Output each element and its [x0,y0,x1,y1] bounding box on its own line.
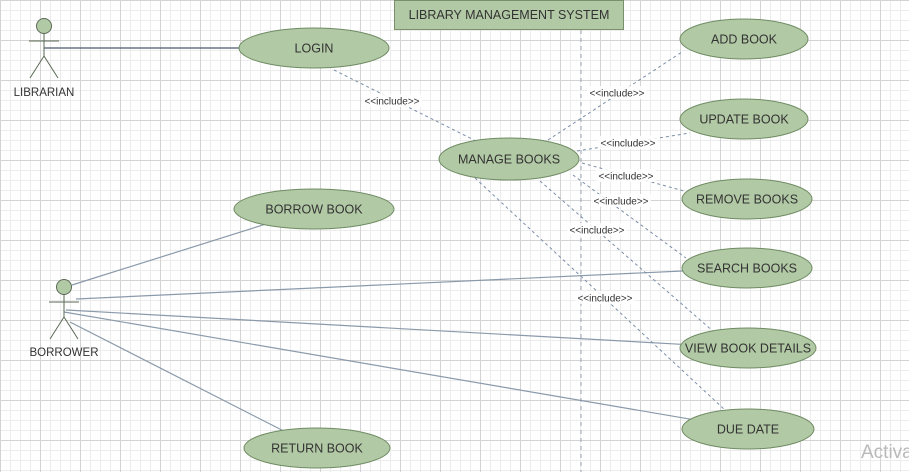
include-line-manage-update [576,132,691,152]
include-label-bg-manage-view [567,223,627,236]
usecase-ellipse-view [679,327,817,369]
usecase-manage[interactable]: MANAGE BOOKS [438,137,580,181]
association-borrower-search [75,270,683,300]
system-title[interactable]: LIBRARY MANAGEMENT SYSTEM [394,0,624,30]
actor-left-leg [29,55,45,79]
actor-label-librarian: LIBRARIAN [14,87,75,99]
usecase-label-view: VIEW BOOK DETAILS [685,342,811,356]
usecase-ellipse-remove [681,178,813,220]
actor-head-icon [56,279,72,295]
usecase-ellipse-borrow [233,188,395,230]
usecase-due[interactable]: DUE DATE [681,408,815,450]
usecase-view[interactable]: VIEW BOOK DETAILS [679,327,817,369]
include-label-manage-add: <<include>> [589,89,644,100]
usecase-label-search: SEARCH BOOKS [697,262,797,276]
usecase-ellipse-return [243,427,391,469]
actor-left-leg [49,316,65,340]
usecase-label-add: ADD BOOK [711,33,778,47]
include-line-manage-view [539,180,715,333]
include-label-manage-remove: <<include>> [598,172,653,183]
include-label-manage-update: <<include>> [600,139,655,150]
association-borrower-view [65,309,682,345]
usecase-ellipse-manage [438,137,580,181]
usecase-label-remove: REMOVE BOOKS [696,193,798,207]
actor-right-leg [63,316,79,340]
association-borrower-return [69,321,283,431]
usecase-ellipse-due [681,408,815,450]
include-relations: <<include>> <<include>> <<include>> <<inclu… [333,51,726,411]
actor-right-leg [43,55,59,79]
usecase-remove[interactable]: REMOVE BOOKS [681,178,813,220]
usecase-label-due: DUE DATE [717,423,779,437]
include-label-bg-manage-due [575,291,635,304]
usecase-ellipse-login [238,27,390,69]
usecase-ellipse-search [681,247,813,289]
include-label-bg-manage-update [598,136,658,149]
actor-borrower[interactable]: BORROWER [30,279,99,360]
usecase-return[interactable]: RETURN BOOK [243,427,391,469]
usecase-update[interactable]: UPDATE BOOK [679,98,809,140]
system-title-text: LIBRARY MANAGEMENT SYSTEM [408,8,610,22]
include-line-manage-search [572,174,687,259]
actor-label-borrower: BORROWER [30,347,99,359]
associations [44,47,691,431]
actors: LIBRARIAN BORROWER [14,18,99,360]
usecase-ellipse-update [679,98,809,140]
usecase-label-borrow: BORROW BOOK [265,203,363,217]
usecase-borrow[interactable]: BORROW BOOK [233,188,395,230]
actor-librarian[interactable]: LIBRARIAN [14,18,75,100]
usecase-label-login: LOGIN [295,42,334,56]
actor-head-icon [36,18,52,34]
usecase-add[interactable]: ADD BOOK [679,18,809,60]
use-cases: LOGIN MANAGE BOOKS ADD BOOK UPDATE BOOK REMO… [233,18,817,469]
include-label-manage-search: <<include>> [593,197,648,208]
usecase-login[interactable]: LOGIN [238,27,390,69]
windows-activation-watermark: Activa [861,442,909,463]
usecase-ellipse-add [679,18,809,60]
association-borrower-due [63,311,691,420]
include-label-bg-login-manage [362,94,422,107]
include-label-manage-due: <<include>> [577,294,632,305]
include-label-login-manage: <<include>> [364,97,419,108]
include-label-bg-manage-add [587,86,647,99]
include-label-manage-view: <<include>> [569,226,624,237]
include-label-bg-manage-remove [596,169,656,182]
include-label-bg-manage-search [591,194,651,207]
usecase-label-update: UPDATE BOOK [699,113,789,127]
usecase-label-manage: MANAGE BOOKS [458,153,560,167]
usecase-search[interactable]: SEARCH BOOKS [681,247,813,289]
usecase-label-return: RETURN BOOK [271,442,363,456]
association-borrower-borrow [71,224,265,286]
